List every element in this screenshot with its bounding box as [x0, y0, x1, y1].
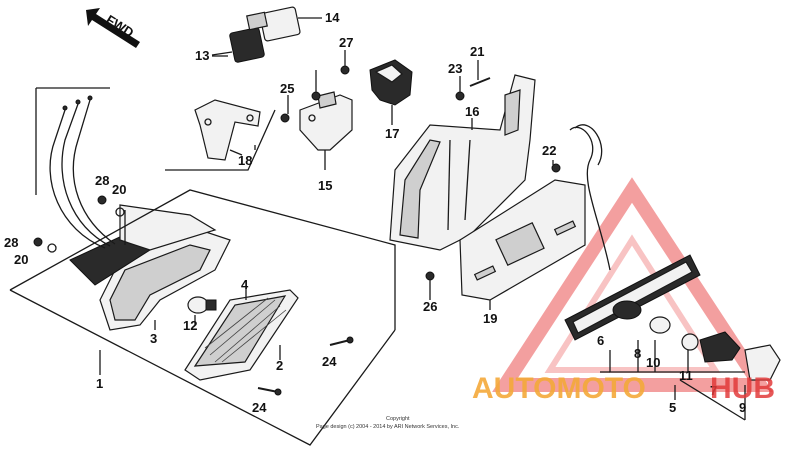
watermark-logo: [492, 177, 773, 392]
callout-15: 15: [318, 178, 332, 193]
callout-11: 11: [679, 368, 693, 383]
callout-20a: 20: [112, 182, 126, 197]
callout-26: 26: [423, 299, 437, 314]
callout-6: 6: [597, 333, 604, 348]
callout-17: 17: [385, 126, 399, 141]
part-taillight-housing-3: [69, 204, 231, 331]
callout-20b: 20: [14, 252, 28, 267]
callout-19: 19: [483, 311, 497, 326]
part-screws-24: [257, 336, 354, 396]
callout-23: 23: [448, 61, 462, 76]
callout-24a: 24: [322, 354, 337, 369]
part-socket-13-14: [211, 6, 322, 63]
callout-8: 8: [634, 346, 641, 361]
callout-4: 4: [241, 277, 249, 292]
part-washers-20-28: [33, 195, 125, 253]
part-license-bracket-19: [425, 124, 611, 301]
callout-1: 1: [96, 376, 103, 391]
part-reflector-6: [564, 254, 701, 341]
callout-7: 7: [710, 383, 717, 398]
callout-24b: 24: [252, 400, 267, 415]
part-lens-2-4: [184, 289, 299, 381]
copyright-line-2: Page design (c) 2004 - 2014 by ARI Netwo…: [316, 424, 460, 430]
callout-5: 5: [669, 400, 676, 415]
callout-12: 12: [183, 318, 197, 333]
callout-13: 13: [195, 48, 209, 63]
callout-27: 27: [339, 35, 353, 50]
callout-9: 9: [739, 400, 746, 415]
watermark-text: AUTOMOTO HUB: [472, 372, 775, 405]
part-bracket-15: [299, 91, 353, 170]
callout-2: 2: [276, 358, 283, 373]
part-bolts-25-27: [280, 50, 350, 123]
callout-14: 14: [325, 10, 340, 25]
watermark-text-a: AUTOMOTO: [472, 372, 646, 405]
callout-22: 22: [542, 143, 556, 158]
callout-numbers: 1 2 3 4 5 6 7 8 9 10 11 12 13 14 15 16 1…: [4, 10, 746, 415]
callout-28a: 28: [95, 173, 109, 188]
callout-25: 25: [280, 81, 294, 96]
part-turn-signal-assembly: [600, 300, 781, 421]
callout-leaders: [99, 55, 554, 375]
callout-28b: 28: [4, 235, 18, 250]
part-wire-harness: [49, 95, 116, 249]
part-bolts-21-23: [455, 60, 491, 101]
callout-10: 10: [646, 355, 660, 370]
callout-18: 18: [238, 153, 252, 168]
part-bracket-17: [369, 59, 413, 125]
copyright-line-1: Copyright: [386, 416, 410, 422]
watermark-text-b: HUB: [710, 372, 775, 405]
part-bracket-18: [194, 99, 261, 161]
part-fender-bracket-16: [389, 74, 536, 251]
copyright-notice: Copyright Page design (c) 2004 - 2014 by…: [316, 416, 460, 430]
forward-direction-arrow: FWD: [86, 8, 140, 48]
part-bulb-12: [187, 296, 217, 314]
callout-21: 21: [470, 44, 484, 59]
callout-3: 3: [150, 331, 157, 346]
assembly-outline: [9, 87, 396, 446]
callout-16: 16: [465, 104, 479, 119]
